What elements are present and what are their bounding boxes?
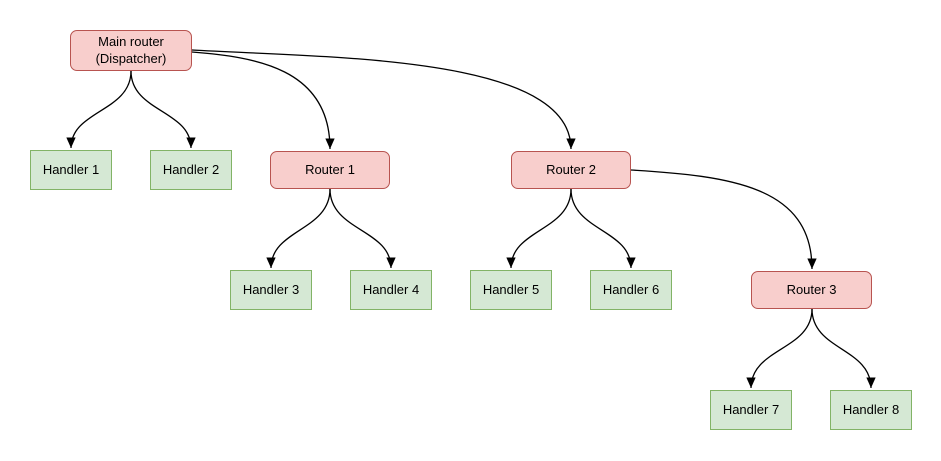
node-main-router: Main router (Dispatcher) — [70, 30, 192, 71]
node-handler-6: Handler 6 — [590, 270, 672, 310]
node-router-2: Router 2 — [511, 151, 631, 189]
node-router-3: Router 3 — [751, 271, 872, 309]
edge-main-to-handler1 — [66, 70, 132, 149]
node-handler-2: Handler 2 — [150, 150, 232, 190]
node-handler-3-label: Handler 3 — [242, 281, 300, 297]
node-router-1: Router 1 — [270, 151, 390, 189]
edge-router2-to-handler5 — [506, 188, 572, 269]
edge-main-to-router2 — [191, 49, 576, 150]
edge-router2-to-router3 — [630, 169, 817, 270]
node-handler-3: Handler 3 — [230, 270, 312, 310]
node-handler-5-label: Handler 5 — [482, 281, 540, 297]
node-handler-7-label: Handler 7 — [722, 401, 780, 417]
node-main-router-label-line1: Main router — [98, 34, 164, 50]
node-handler-5: Handler 5 — [470, 270, 552, 310]
node-handler-2-label: Handler 2 — [162, 161, 220, 177]
node-handler-8: Handler 8 — [830, 390, 912, 430]
edge-router3-to-handler8 — [811, 308, 876, 389]
node-handler-8-label: Handler 8 — [842, 401, 900, 417]
node-handler-4-label: Handler 4 — [362, 281, 420, 297]
node-handler-1-label: Handler 1 — [42, 161, 100, 177]
edge-router1-to-handler4 — [329, 188, 396, 269]
node-router-2-label: Router 2 — [546, 161, 596, 177]
node-handler-4: Handler 4 — [350, 270, 432, 310]
node-handler-6-label: Handler 6 — [602, 281, 660, 297]
edge-router2-to-handler6 — [570, 188, 636, 269]
edge-router3-to-handler7 — [746, 308, 813, 389]
node-handler-7: Handler 7 — [710, 390, 792, 430]
node-router-1-label: Router 1 — [305, 161, 355, 177]
node-main-router-label-line2: (Dispatcher) — [95, 50, 167, 66]
edge-router1-to-handler3 — [266, 188, 331, 269]
node-handler-1: Handler 1 — [30, 150, 112, 190]
edge-main-to-router1 — [191, 51, 335, 150]
edge-main-to-handler2 — [130, 70, 196, 149]
node-router-3-label: Router 3 — [786, 281, 837, 297]
